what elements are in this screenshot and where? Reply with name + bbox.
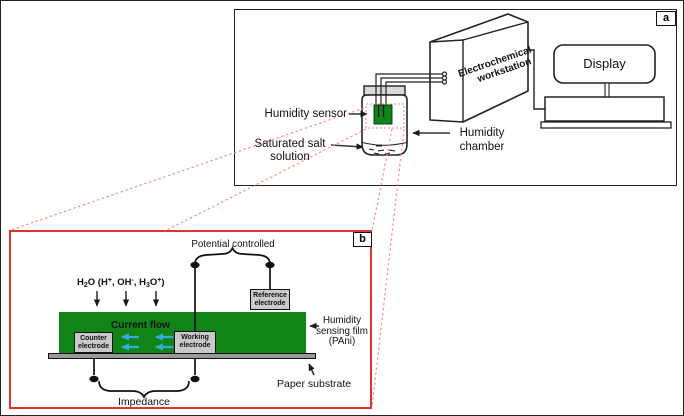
- paper-substrate-label: Paper substrate: [277, 378, 352, 390]
- sensing-film-label: Humidity sensing film (PAni): [312, 315, 372, 348]
- working-electrode-box: Working electrode: [174, 331, 216, 354]
- humidity-chamber-label: Humidity chamber: [451, 127, 513, 154]
- sensing-film-label-line2: sensing film: [316, 325, 368, 337]
- h2o-species-label: H2O (H+, OH-, H3O+): [77, 277, 165, 289]
- humidity-sensor-label: Humidity sensor: [264, 108, 347, 120]
- saturated-salt-label-line2: solution: [270, 151, 310, 163]
- counter-electrode-box: Counter electrode: [74, 332, 113, 353]
- reference-electrode-label-2: electrode: [254, 300, 286, 308]
- reference-electrode-label-1: Reference: [253, 292, 287, 299]
- sensing-film-label-line1: Humidity: [322, 315, 362, 326]
- display-label: Display: [583, 56, 626, 71]
- panel-b-tag: b: [353, 232, 372, 247]
- potential-controlled-label: Potential controlled: [191, 239, 275, 250]
- panel-a-tag: a: [656, 11, 676, 26]
- saturated-salt-label: Saturated salt solution: [248, 138, 332, 164]
- counter-electrode-label-2: electrode: [77, 343, 110, 351]
- working-electrode-label-1: Working: [181, 334, 209, 341]
- sensing-film-label-line3: (PAni): [328, 336, 356, 348]
- counter-electrode-label-1: Counter: [80, 335, 107, 342]
- reference-electrode-box: Reference electrode: [250, 289, 290, 310]
- working-electrode-label-2: electrode: [179, 342, 211, 350]
- impedance-label: Impedance: [118, 396, 170, 408]
- humidity-chamber-label-line1: Humidity: [459, 127, 505, 139]
- saturated-salt-label-line1: Saturated salt: [254, 138, 326, 150]
- humidity-chamber-label-line2: chamber: [459, 140, 505, 153]
- current-flow-label: Current flow: [111, 320, 170, 331]
